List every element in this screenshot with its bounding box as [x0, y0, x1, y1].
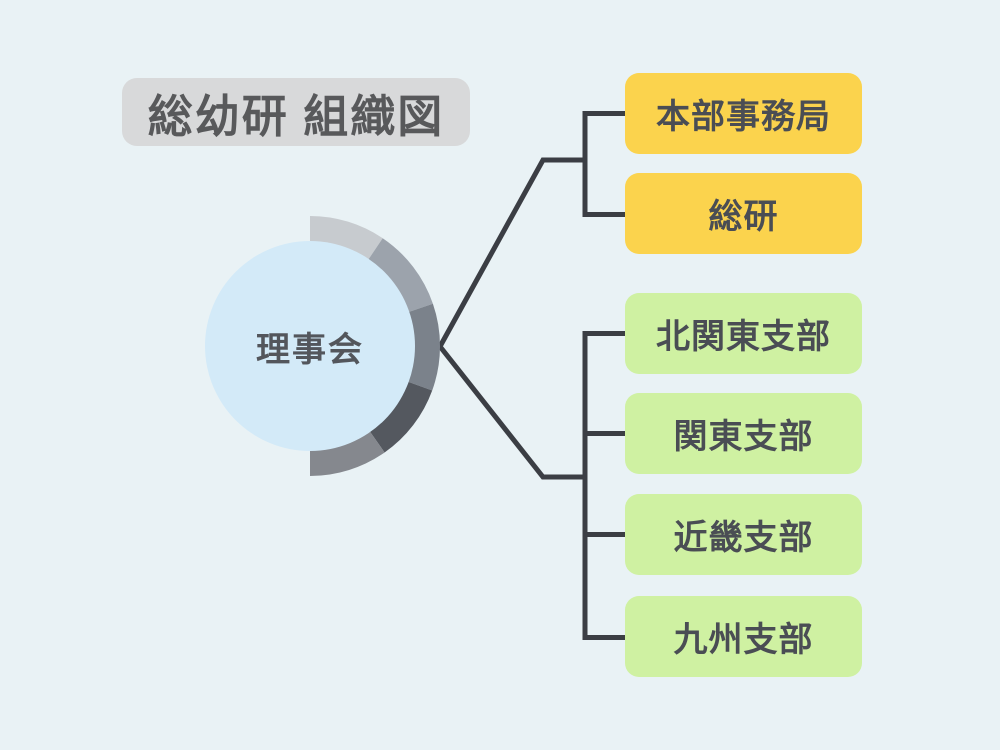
arc-segment-1	[310, 216, 383, 260]
connector-lines-headquarters	[437, 111, 625, 348]
board-circle-label: 理事会	[256, 330, 364, 369]
org-box-kitakanto-branch: 北関東支部	[625, 293, 862, 374]
org-box-kanto-branch: 関東支部	[625, 393, 862, 474]
connector-lines-branches	[438, 331, 625, 640]
org-box-soken: 総研	[625, 173, 862, 254]
org-box-kinki-branch: 近畿支部	[625, 494, 862, 575]
arc-segment-5	[310, 431, 385, 477]
arc-segment-4	[369, 381, 433, 453]
page-title: 総幼研 組織図	[122, 78, 470, 146]
arc-segment-2	[368, 238, 433, 313]
org-box-kyushu-branch: 九州支部	[625, 596, 862, 677]
arc-segment-3	[407, 303, 441, 391]
org-box-headquarters-office: 本部事務局	[625, 73, 862, 154]
board-circle	[205, 241, 415, 451]
